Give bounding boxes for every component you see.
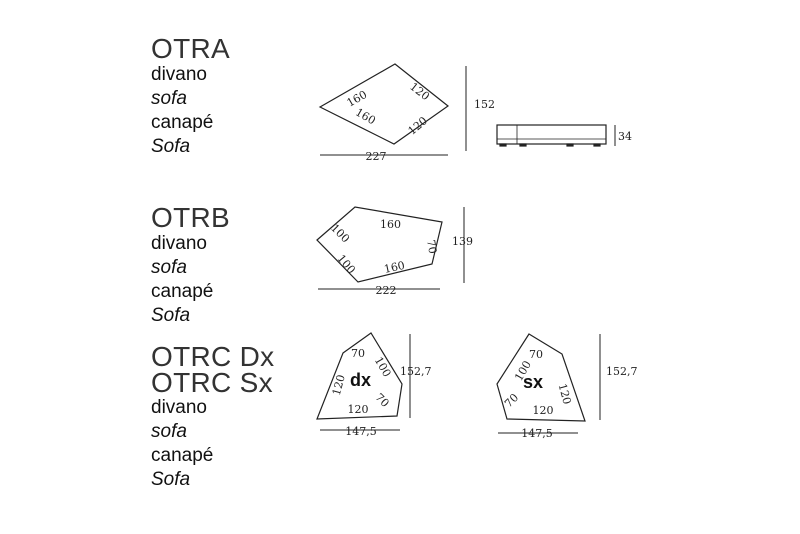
model-title-sx: OTRC Sx	[151, 367, 273, 398]
desc-fr: canapé	[151, 281, 214, 302]
otrb-width-label: 222	[376, 284, 397, 297]
otrc-sx-depth-label: 152,7	[606, 365, 638, 378]
desc-fr: canapé	[151, 445, 214, 466]
desc-en: sofa	[151, 88, 187, 109]
otra-depth-label: 152	[474, 98, 495, 111]
desc-it: divano	[151, 233, 207, 254]
desc-en: sofa	[151, 257, 187, 278]
otra-side-label: 160	[353, 106, 378, 128]
otrb-plan-shape	[316, 206, 443, 283]
otrc-dx-side-label: 70	[351, 347, 365, 360]
otra-height-label: 34	[618, 130, 632, 143]
otrc-dx-side-label: 120	[330, 373, 348, 397]
model-title: OTRB	[151, 202, 230, 233]
desc-de: Sofa	[151, 469, 191, 490]
model-title: OTRA	[151, 33, 230, 64]
otrc-dx-side-label: 120	[348, 403, 369, 416]
otrb-side-label: 70	[424, 239, 439, 255]
model-otrb-text: OTRB divano sofa canapé Sofa	[151, 203, 230, 328]
model-otra-text: OTRA divano sofa canapé Sofa	[151, 34, 230, 159]
desc-en: sofa	[151, 421, 187, 442]
otra-width-label: 227	[366, 150, 387, 163]
desc-it: divano	[151, 64, 207, 85]
otrc-sx-width-label: 147,5	[521, 427, 553, 440]
otra-side-label: 120	[407, 80, 432, 103]
otrc-dx-plan-shape	[316, 332, 403, 420]
otrc-sx-plan-shape	[496, 333, 586, 422]
otrc-sx-side-label: 120	[556, 382, 574, 406]
otra-foot	[519, 143, 527, 147]
otrc-dx-label: dx	[350, 370, 371, 390]
otrc-sx-side-label: 70	[502, 391, 521, 410]
otrc-dx-depth-label: 152,7	[400, 365, 432, 378]
otrb-side-label: 100	[334, 252, 357, 276]
model-title-dx: OTRC Dx	[151, 341, 275, 372]
otra-foot	[566, 143, 574, 147]
otra-foot	[499, 143, 507, 147]
model-otrc-text: OTRC Dx OTRC Sx divano sofa canapé Sofa	[151, 341, 275, 492]
otrc-dx-side-label: 100	[372, 355, 394, 380]
otra-plan-shape	[318, 63, 450, 145]
desc-de: Sofa	[151, 136, 191, 157]
otrb-side-label: 160	[383, 259, 406, 276]
desc-fr: canapé	[151, 112, 214, 133]
otrc-sx-side-label: 120	[533, 404, 554, 417]
desc-de: Sofa	[151, 305, 191, 326]
otrc-sx-label: sx	[523, 372, 543, 392]
otra-side-label: 120	[406, 114, 430, 137]
otrb-side-label: 160	[380, 218, 401, 231]
otra-side-view	[496, 124, 607, 145]
desc-it: divano	[151, 397, 207, 418]
otrc-dx-width-label: 147,5	[345, 425, 377, 438]
otrb-side-label: 100	[328, 221, 352, 245]
otrb-depth-label: 139	[452, 235, 473, 248]
otra-foot	[593, 143, 601, 147]
otrc-sx-side-label: 70	[529, 348, 543, 361]
otrc-dx-side-label: 70	[373, 391, 392, 410]
